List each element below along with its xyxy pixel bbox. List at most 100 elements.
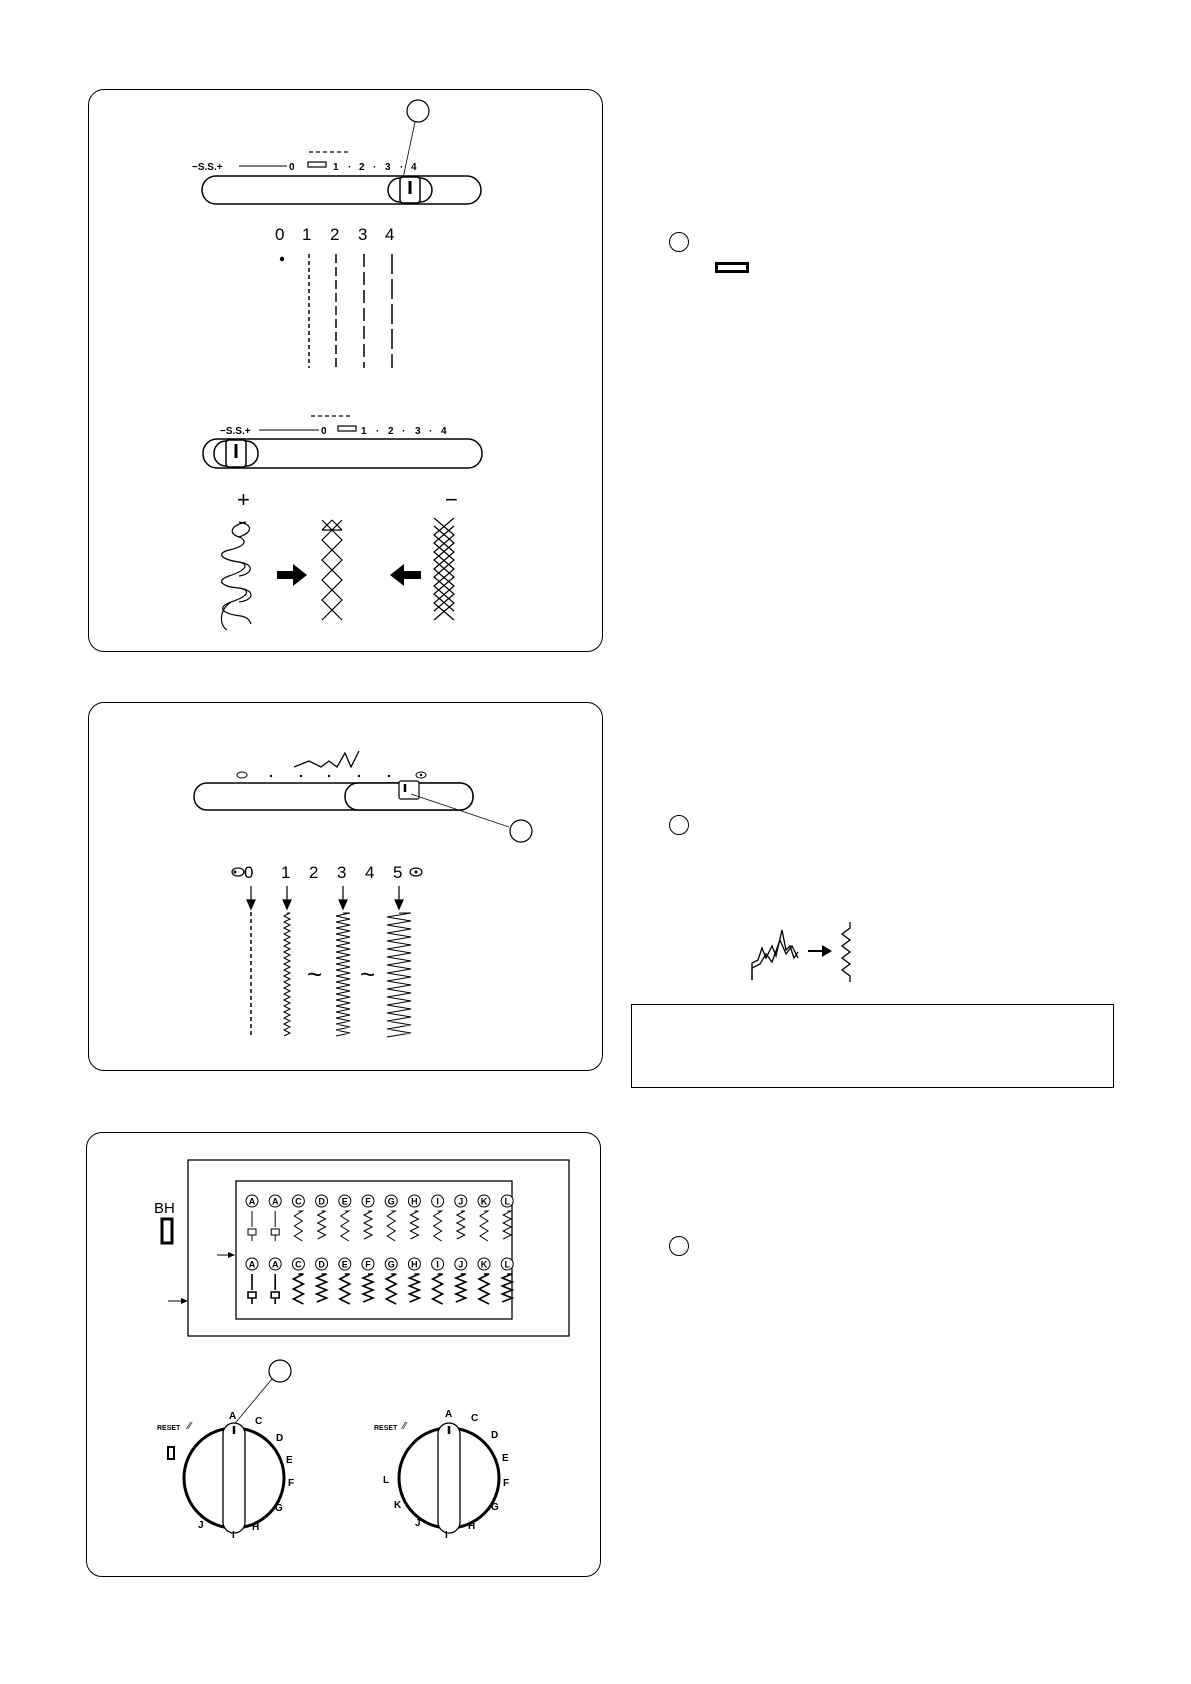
slider-top-0: 0 <box>289 162 295 173</box>
dial-left-g: G <box>275 1503 283 1514</box>
length-label-4: 4 <box>385 225 394 244</box>
chart-letter: H <box>411 1260 418 1270</box>
chart-letter: J <box>458 1260 463 1270</box>
chart-stitch-pattern <box>477 1273 491 1305</box>
chart-letter: F <box>365 1260 371 1270</box>
chart-letter: C <box>295 1197 302 1207</box>
chart-stitch-pattern <box>316 1210 327 1240</box>
chart-stitch-pattern <box>479 1210 490 1242</box>
width-label-4: 4 <box>365 863 374 882</box>
plus-label: + <box>237 487 250 512</box>
chart-letter-circle <box>407 1257 421 1271</box>
chart-stitch-pattern <box>432 1210 444 1242</box>
slider-bottom-0: 0 <box>321 426 327 437</box>
length-label-3: 3 <box>358 225 367 244</box>
length-label-0: 0 <box>275 225 284 244</box>
chart-letter-circle <box>315 1257 329 1271</box>
svg-text:⁄⁄: ⁄⁄ <box>185 1421 193 1432</box>
callout-marker-right-3 <box>669 1236 689 1256</box>
chart-letter-circle <box>291 1257 305 1271</box>
chart-letter-circle <box>361 1194 375 1208</box>
buttonhole-symbol <box>715 262 749 273</box>
chart-stitch-pattern <box>455 1210 466 1240</box>
slider-bottom-track <box>202 438 483 469</box>
chart-letter: J <box>458 1197 463 1207</box>
dial-right-h: H <box>468 1521 475 1532</box>
svg-text:·: · <box>402 426 405 437</box>
slider-top-4: 4 <box>411 162 417 173</box>
chart-letter: L <box>504 1260 510 1270</box>
chart-stitch-pattern <box>384 1273 398 1305</box>
slider-top-track <box>201 175 482 205</box>
callout-marker <box>509 819 533 843</box>
minus-label: − <box>445 487 458 512</box>
chart-stitch-pattern <box>386 1210 397 1242</box>
dial-left-reset: RESET <box>157 1425 181 1432</box>
chart-letter: L <box>504 1197 510 1207</box>
chart-letter-circle <box>431 1257 445 1271</box>
stitch-length-panel: −S.S.+ 0 1 · 2 · 3 · 4 0 1 2 3 4 −S.S.+ … <box>88 89 603 652</box>
dial-left-i: I <box>232 1530 235 1541</box>
chart-stitch-pattern <box>453 1273 468 1303</box>
chart-letter-circle <box>291 1194 305 1208</box>
callout-marker-right-2 <box>669 815 689 835</box>
length-label-2: 2 <box>330 225 339 244</box>
slider-bottom-2: 2 <box>388 426 394 437</box>
chart-stitch-pattern <box>293 1210 305 1242</box>
svg-text:⁄⁄: ⁄⁄ <box>400 1421 408 1432</box>
dial-right-f: F <box>503 1478 509 1489</box>
chart-letter: E <box>342 1197 348 1207</box>
callout-marker <box>268 1359 292 1383</box>
chart-letter: C <box>295 1260 302 1270</box>
dial-right-g: G <box>491 1502 499 1513</box>
tilde-1: ~ <box>307 959 322 989</box>
callout-marker <box>406 99 430 123</box>
chart-stitch-pattern <box>502 1210 513 1240</box>
chart-letter-circle <box>477 1194 491 1208</box>
svg-text:·: · <box>373 162 376 173</box>
pattern-dial-right: RESET ⁄⁄ A C D E F G H I J K L <box>374 1409 509 1541</box>
pattern-dial-left: RESET ⁄⁄ A C D E F G H I J <box>157 1411 294 1541</box>
chart-stitch-pattern <box>409 1210 420 1240</box>
chart-letter: I <box>436 1197 439 1207</box>
chart-letter: D <box>318 1197 325 1207</box>
zigzag-width-illustration: 0 1 2 3 4 5 ~ ~ <box>193 750 533 1038</box>
chart-letter: F <box>365 1197 371 1207</box>
dial-left-e: E <box>286 1455 293 1466</box>
chart-letter-circle <box>477 1257 491 1271</box>
chart-letter: D <box>318 1260 325 1270</box>
chart-letter-circle <box>245 1257 259 1271</box>
callout-marker-right-1 <box>669 232 689 252</box>
chart-letter-circle <box>268 1194 282 1208</box>
chart-letter-circle <box>454 1194 468 1208</box>
width-label-0: 0 <box>244 863 253 882</box>
dial-right-i: I <box>445 1530 448 1541</box>
chart-letter: G <box>388 1260 395 1270</box>
chart-letter: A <box>249 1197 256 1207</box>
chart-stitch-pattern <box>360 1273 376 1303</box>
chart-letter-circle <box>338 1194 352 1208</box>
slider-top-ss: −S.S.+ <box>192 162 223 173</box>
dial-right-c: C <box>471 1413 478 1424</box>
chart-stitch-pattern <box>500 1273 515 1303</box>
chart-stitch-pattern <box>247 1211 257 1241</box>
width-label-2: 2 <box>309 863 318 882</box>
dial-left-c: C <box>255 1416 262 1427</box>
dial-right-l: L <box>383 1475 389 1486</box>
dial-left-d: D <box>276 1433 283 1444</box>
chart-letter-circle <box>500 1194 514 1208</box>
bh-label: BH <box>154 1200 175 1217</box>
dial-right-k: K <box>394 1500 402 1511</box>
chart-letter: E <box>342 1260 348 1270</box>
chart-letter-circle <box>431 1194 445 1208</box>
chart-letter: I <box>436 1260 439 1270</box>
slider-top-3: 3 <box>385 162 391 173</box>
chart-stitch-pattern <box>314 1273 329 1303</box>
chart-letter: K <box>481 1260 488 1270</box>
dial-left-a: A <box>229 1411 236 1422</box>
chart-stitch-pattern <box>430 1273 445 1305</box>
chart-letter-circle <box>245 1194 259 1208</box>
note-box <box>631 1004 1114 1088</box>
dial-right-j: J <box>415 1518 421 1529</box>
chart-letter: K <box>481 1197 488 1207</box>
